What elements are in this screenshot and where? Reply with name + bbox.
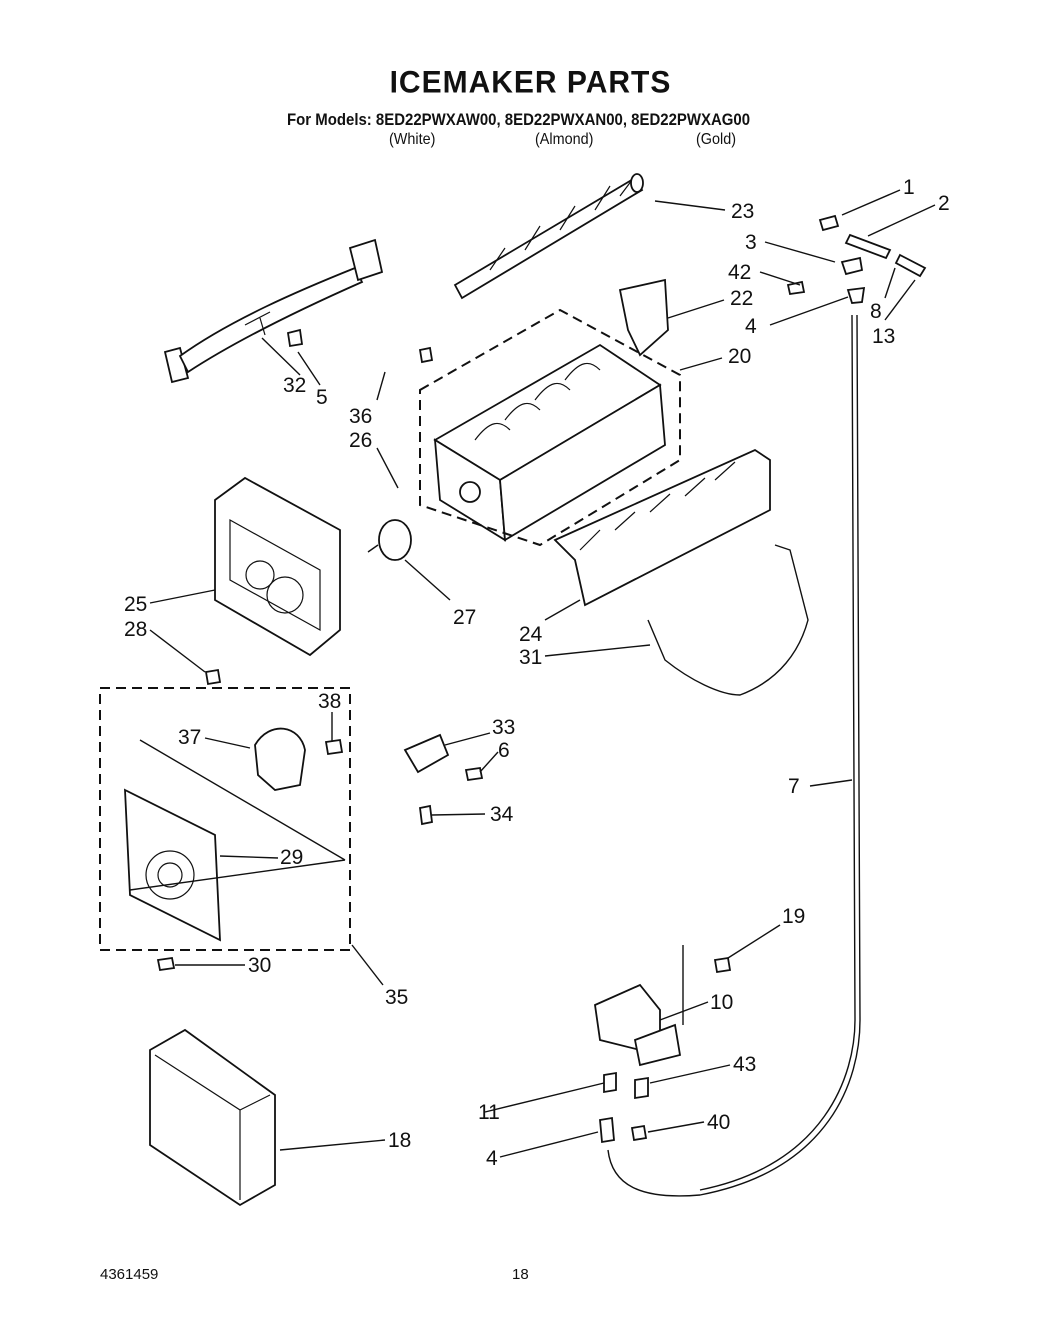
arm-part-31 (647, 544, 809, 696)
callout-33: 33 (492, 716, 515, 739)
valve-part-10 (594, 945, 684, 1067)
color-white: (White) (389, 131, 436, 148)
callout-32: 32 (283, 374, 306, 397)
callout-1: 1 (903, 176, 915, 199)
mold-part-20 (419, 308, 681, 547)
callout-42: 42 (728, 261, 751, 284)
water-tube-part-7 (607, 314, 861, 1197)
callout-3: 3 (745, 231, 757, 254)
callout-37: 37 (178, 726, 201, 749)
leader-lines (149, 189, 936, 1158)
callout-6: 6 (498, 739, 510, 762)
harness-part-32 (163, 238, 384, 384)
page-title: ICEMAKER PARTS (389, 65, 672, 100)
cover-part-33 (403, 733, 450, 774)
fill-cup-part-23 (453, 173, 644, 300)
callout-29: 29 (280, 846, 303, 869)
callout-10: 10 (710, 991, 733, 1014)
callout-labels: 1 2 3 42 8 13 4 23 22 20 32 5 36 26 25 2… (124, 176, 950, 1170)
callout-5: 5 (316, 386, 328, 409)
fasteners (156, 214, 927, 1144)
callout-11: 11 (478, 1101, 500, 1124)
color-gold: (Gold) (696, 131, 737, 148)
doc-number: 4361459 (100, 1266, 159, 1283)
callout-25: 25 (124, 593, 147, 616)
callout-4-top: 4 (745, 315, 757, 338)
ejector-part-24 (553, 448, 771, 607)
page-number: 18 (512, 1266, 529, 1283)
callout-36: 36 (349, 405, 372, 428)
callout-35: 35 (385, 986, 408, 1009)
callout-26: 26 (349, 429, 372, 452)
callout-43: 43 (733, 1053, 756, 1076)
color-almond: (Almond) (535, 131, 594, 148)
callout-40: 40 (707, 1111, 730, 1134)
models-line: For Models: 8ED22PWXAW00, 8ED22PWXAN00, … (287, 110, 751, 129)
filter-part-18 (149, 1028, 276, 1207)
callout-8: 8 (870, 300, 882, 323)
callout-22: 22 (730, 287, 753, 310)
motor-housing-part-25 (214, 476, 341, 657)
callout-18: 18 (388, 1129, 411, 1152)
bin-part-22 (618, 278, 669, 357)
callout-38: 38 (318, 690, 341, 713)
callout-27: 27 (453, 606, 476, 629)
clip-part-5 (286, 328, 304, 348)
callout-31: 31 (519, 646, 542, 669)
callout-34: 34 (490, 803, 514, 826)
callout-4-bottom: 4 (486, 1147, 498, 1170)
callout-30: 30 (248, 954, 271, 977)
thermostat-part-27 (367, 519, 412, 561)
callout-23: 23 (731, 200, 754, 223)
callout-2: 2 (938, 192, 950, 215)
callout-19: 19 (782, 905, 805, 928)
callout-24: 24 (519, 623, 543, 646)
callout-7: 7 (788, 775, 800, 798)
callout-28: 28 (124, 618, 147, 641)
callout-20: 20 (728, 345, 751, 368)
callout-13: 13 (872, 325, 895, 348)
motor-assembly-box-part-35 (99, 687, 351, 951)
